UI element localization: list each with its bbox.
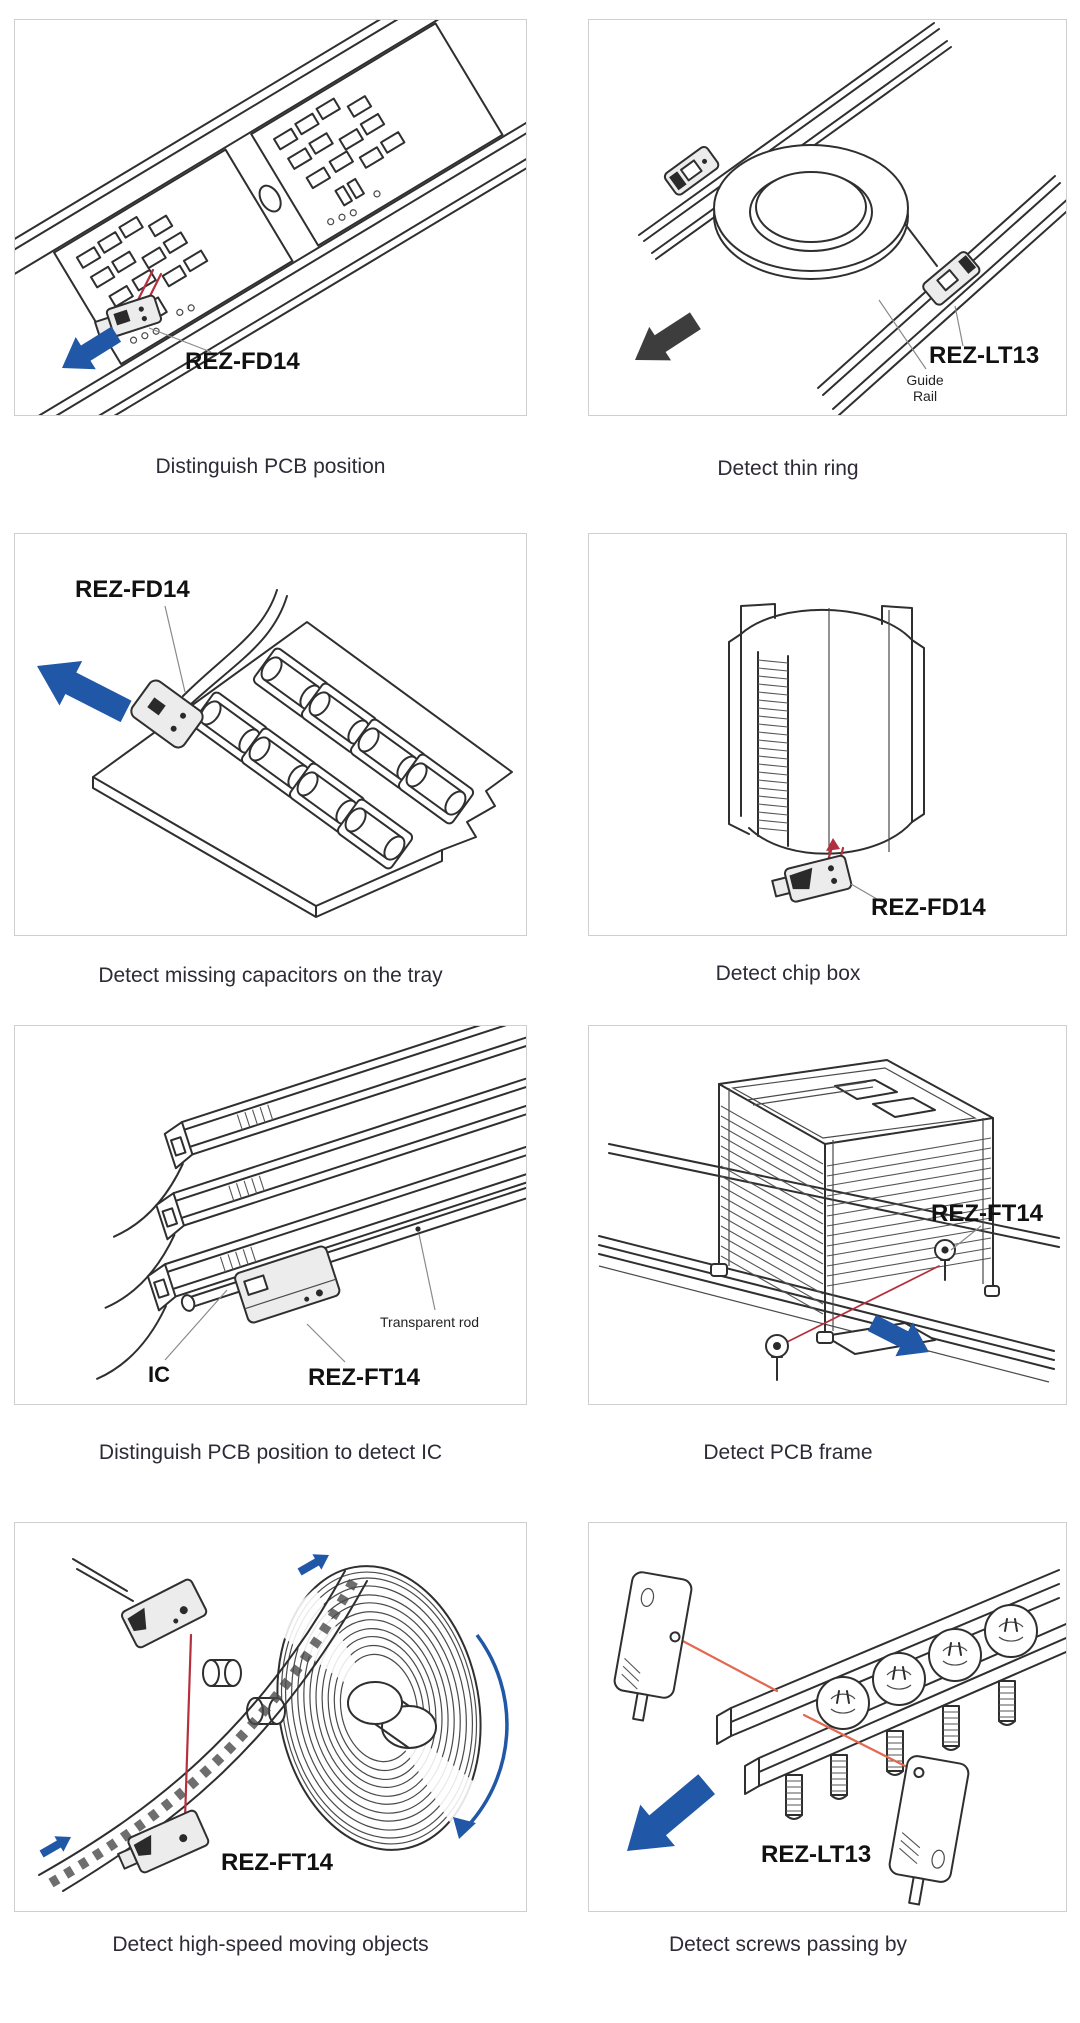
label-leaders: [164, 1233, 436, 1363]
panel-detect-ic: IC REZ-FT14 Transparent rod: [14, 1025, 527, 1405]
pcb-frame-illustration: [598, 1059, 1060, 1383]
sensor-left-graphic: [613, 1571, 693, 1722]
beam-arrowhead: [826, 838, 840, 851]
direction-arrow: [62, 326, 122, 370]
panel-detect-pcb-frame: REZ-FT14: [588, 1025, 1067, 1405]
direction-arrow: [37, 660, 132, 723]
conveyor-rails: [598, 1143, 1060, 1383]
fiber-sensor-graphic: [130, 679, 204, 749]
panel-detect-chip-box: REZ-FD14: [588, 533, 1067, 936]
sensor-left-graphic: [765, 1334, 789, 1381]
hanging-screws: [785, 1680, 1016, 1820]
sensor-right-graphic: [888, 1755, 970, 1906]
sensor-right-graphic: [922, 251, 981, 306]
direction-arrow: [635, 312, 701, 361]
sensor-model-label: REZ-FT14: [931, 1200, 1044, 1227]
ic-label: IC: [148, 1362, 170, 1387]
label-leader: [164, 605, 186, 693]
sensor-beam: [782, 1265, 940, 1345]
sensor-model-label: REZ-FD14: [75, 576, 190, 603]
label-leaders: [878, 299, 964, 370]
caption-distinguish-pcb-position: Distinguish PCB position: [155, 455, 386, 478]
sensor-bottom-graphic: [117, 1809, 210, 1874]
sensor-cable: [182, 589, 288, 705]
fiber-sensor-graphic: [771, 854, 853, 903]
fiber-sensor-graphic: [94, 294, 163, 337]
caption-detect-screws: Detect screws passing by: [668, 1933, 908, 1956]
sensor-beam-left: [677, 1637, 779, 1693]
caption-detect-pcb-frame: Detect PCB frame: [703, 1441, 873, 1464]
fiber-amp-sensor-graphic: [234, 1245, 341, 1324]
label-leader: [850, 883, 883, 903]
direction-arrow: [627, 1774, 716, 1851]
chip-box-illustration: [728, 603, 925, 903]
pcb-board-1: [53, 148, 294, 366]
motion-arrows: [39, 1554, 509, 1858]
ring-contact-line: [904, 223, 938, 267]
rod-callout-dot: [415, 1226, 421, 1232]
reel-hub: [347, 1681, 437, 1749]
screw-rail-illustration: [613, 1569, 1066, 1906]
tape-reel-illustration: [38, 1554, 509, 1892]
sensor-model-label: REZ-FD14: [185, 348, 300, 375]
pcb-board-2: [250, 22, 504, 247]
sensor-model-label: REZ-FD14: [871, 894, 986, 921]
sensor-beam: [183, 1633, 193, 1821]
sensor-beam-right: [802, 1713, 917, 1773]
sensor-cable: [72, 1558, 134, 1602]
panel-detect-thin-ring: REZ-LT13 Guide Rail: [588, 19, 1067, 416]
sensor-right-graphic: [934, 1239, 956, 1281]
sensor-model-label: REZ-LT13: [929, 342, 1040, 369]
capacitor-tray-illustration: [37, 589, 513, 918]
panel-detect-screws: REZ-LT13: [588, 1522, 1067, 1912]
sensor-model-label: REZ-LT13: [761, 1841, 872, 1868]
pcb-conveyor-illustration: [15, 20, 526, 415]
panel-detect-high-speed: REZ-FT14: [14, 1522, 527, 1912]
capacitors: [191, 647, 475, 870]
thin-ring-graphic: [713, 144, 909, 280]
caption-detect-thin-ring: Detect thin ring: [717, 457, 859, 480]
caption-detect-high-speed: Detect high-speed moving objects: [112, 1933, 429, 1956]
caption-detect-chip-box: Detect chip box: [715, 962, 861, 985]
transparent-rod-annotation: Transparent rod: [380, 1314, 480, 1330]
carrier-tape: [38, 1570, 368, 1892]
panel-detect-missing-capacitors: REZ-FD14: [14, 533, 527, 936]
label-leader: [148, 327, 212, 353]
ic-rails-illustration: [96, 1026, 526, 1380]
direction-arrow: [867, 1314, 929, 1357]
ic-stick-rails: [96, 1026, 526, 1380]
screw-heads: [816, 1604, 1038, 1730]
sensor-left-graphic: [663, 145, 720, 196]
pcb-rack-graphic: [710, 1059, 1000, 1355]
thin-ring-illustration: [635, 22, 1066, 415]
panel-distinguish-pcb-position: REZ-FD14: [14, 19, 527, 416]
sensor-model-label: REZ-FT14: [221, 1849, 334, 1876]
chip-box-graphic: [728, 603, 925, 855]
caption-detect-ic: Distinguish PCB position to detect IC: [98, 1441, 443, 1464]
guide-rail-annotation: Guide Rail: [906, 372, 944, 405]
caption-detect-missing-capacitors: Detect missing capacitors on the tray: [98, 964, 443, 987]
label-leader: [950, 1225, 982, 1251]
sensor-model-label: REZ-FT14: [308, 1364, 421, 1391]
sensor-top-graphic: [121, 1578, 208, 1649]
